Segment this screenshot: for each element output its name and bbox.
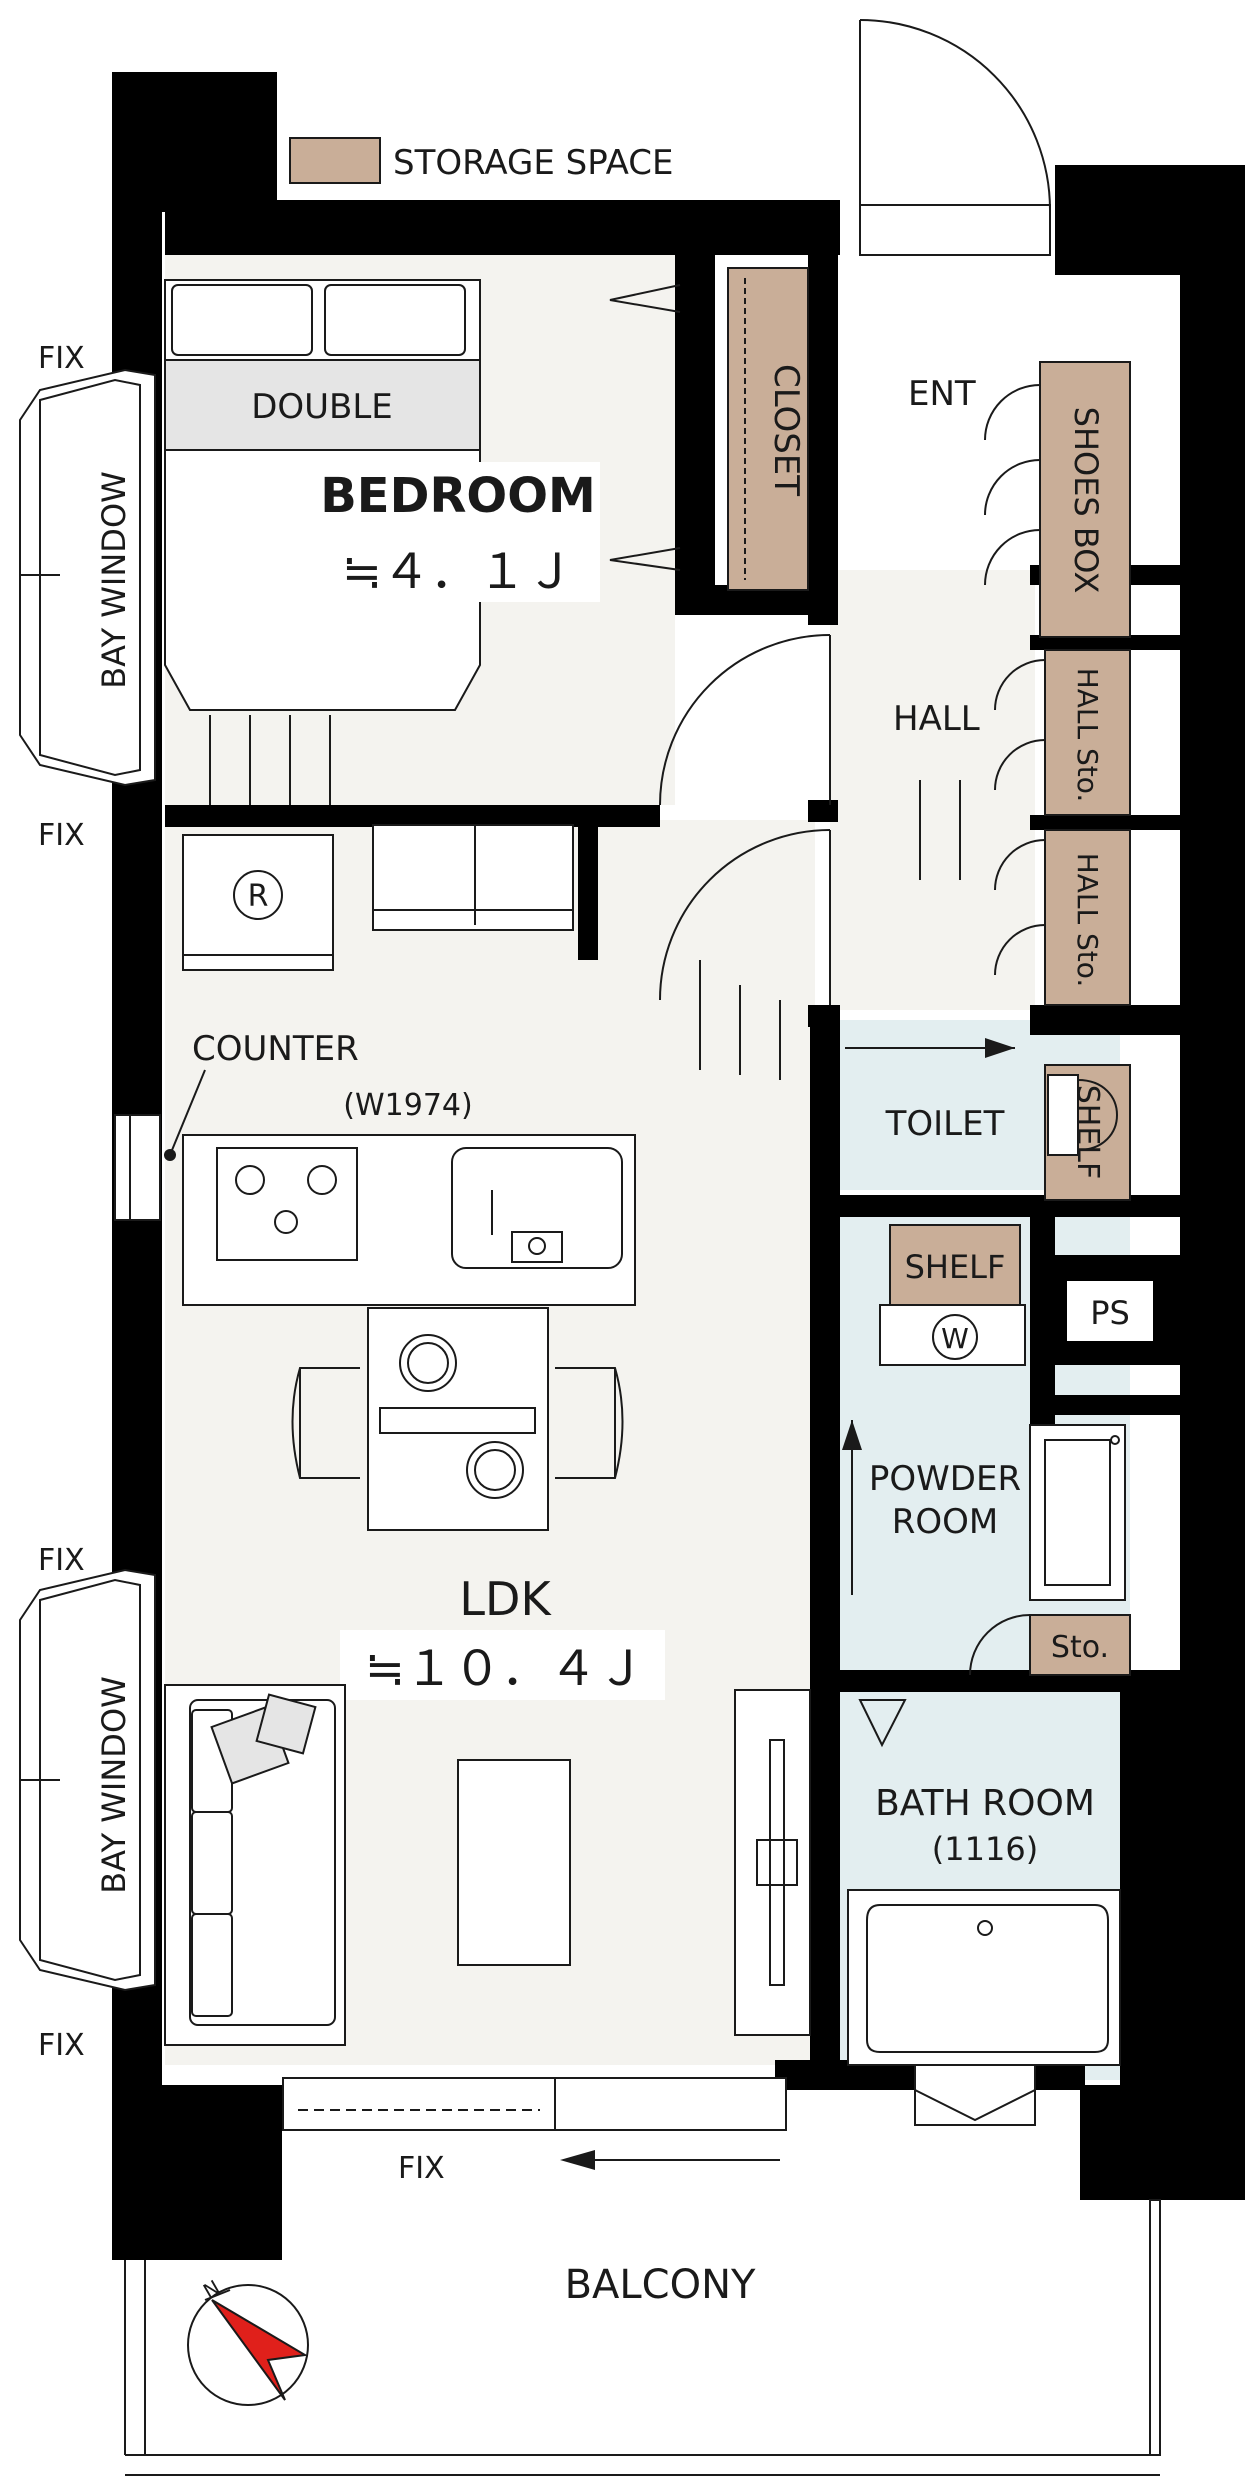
balcony-outline	[124, 2199, 1161, 2476]
counter-width-label: (W1974)	[343, 1088, 472, 1123]
bedroom-door[interactable]	[659, 634, 831, 806]
bathroom-name: BATH ROOM	[875, 1783, 1095, 1824]
balcony-label: BALCONY	[565, 2262, 756, 2308]
ldk-name: LDK	[459, 1572, 552, 1626]
bay-window-bottom-label: BAY WINDOW	[95, 1676, 133, 1894]
hall-storage-1[interactable]	[1044, 649, 1131, 816]
closet-label: CLOSET	[766, 364, 806, 496]
hall-storage-2-label: HALL Sto.	[1071, 853, 1104, 988]
ldk-door-hatch	[699, 960, 781, 1080]
hall-floor-lines	[919, 780, 961, 880]
coffee-table	[457, 1759, 571, 1966]
bay-window-top	[19, 368, 156, 787]
fridge	[182, 834, 334, 971]
fix-bottom-bay-upper-label: FIX	[38, 1543, 85, 1578]
bedroom-name-bg	[315, 462, 600, 602]
toilet-slide-arrow	[985, 1038, 1015, 1058]
kitchen-counter	[182, 1134, 636, 1306]
storage-legend-label: STORAGE SPACE	[393, 143, 673, 183]
compass-icon	[187, 2284, 309, 2406]
hall-storage-2[interactable]	[1044, 829, 1131, 1006]
bedroom-name: BEDROOM	[320, 468, 596, 524]
powder-storage-door[interactable]	[969, 1614, 1031, 1676]
shoes-box-doors[interactable]	[984, 384, 1041, 586]
washbasin	[1029, 1424, 1126, 1601]
toilet-label: TOILET	[885, 1104, 1005, 1144]
powder-storage[interactable]	[1029, 1614, 1131, 1676]
tv-stand	[734, 1689, 811, 2036]
counter-leader-dot	[164, 1149, 176, 1161]
washer-icon	[932, 1314, 978, 1360]
balcony-slide-arrow	[560, 2150, 595, 2170]
closet[interactable]	[727, 267, 809, 591]
counter-label: COUNTER	[192, 1029, 359, 1069]
powder-slide-arrow	[842, 1420, 862, 1450]
fix-top-bay-upper-label: FIX	[38, 341, 85, 376]
powder-shelf-label: SHELF	[905, 1248, 1006, 1286]
compass-label: N	[199, 2275, 224, 2303]
fix-bottom-bay-lower-label: FIX	[38, 2028, 85, 2063]
entrance-floor	[835, 255, 1035, 560]
bathroom-vent	[858, 1699, 907, 1748]
closet-doors[interactable]	[609, 284, 681, 571]
ps-box	[1065, 1279, 1155, 1343]
ps-label: PS	[1090, 1294, 1130, 1332]
bay-window-top-label: BAY WINDOW	[95, 471, 133, 689]
toilet-bowl	[1047, 1074, 1118, 1156]
bathroom-size: (1116)	[932, 1830, 1038, 1868]
hall-label: HALL	[893, 699, 980, 739]
fix-top-bay-lower-label: FIX	[38, 818, 85, 853]
powder-shelf[interactable]	[889, 1224, 1021, 1306]
hall-storage-doors[interactable]	[994, 659, 1046, 976]
kitchen-cabinet	[372, 824, 574, 931]
fridge-icon	[233, 870, 283, 920]
ldk-door[interactable]	[659, 829, 831, 1005]
shoes-box[interactable]	[1039, 361, 1131, 638]
powder-room-label-1: POWDER	[869, 1459, 1021, 1499]
hall-storage-1-label: HALL Sto.	[1071, 668, 1104, 803]
double-bed-label: DOUBLE	[251, 387, 393, 427]
fix-balcony-label: FIX	[398, 2151, 445, 2186]
storage-legend-swatch	[289, 137, 381, 184]
bedroom-rug-lines	[209, 715, 331, 805]
counter-leader	[169, 1069, 206, 1156]
bathroom-window	[914, 2064, 1036, 2126]
shoes-box-label: SHOES BOX	[1067, 407, 1105, 594]
bedroom-area: ≒４．１Ｊ	[342, 544, 574, 600]
bathtub	[847, 1889, 1121, 2066]
balcony-window[interactable]	[282, 2077, 787, 2131]
bay-window-bottom	[19, 1568, 156, 1992]
entrance-door[interactable]	[859, 19, 1051, 256]
ldk-name-bg	[340, 1630, 665, 1700]
powder-storage-label: Sto.	[1051, 1630, 1109, 1665]
kitchen-window	[114, 1114, 161, 1221]
washer-label: W	[941, 1322, 969, 1355]
hall-floor	[830, 570, 1035, 1010]
compass-needle	[211, 2299, 308, 2401]
dining-set	[291, 1307, 624, 1531]
powder-room-label-2: ROOM	[892, 1502, 998, 1542]
entrance-label: ENT	[908, 374, 976, 414]
fridge-label: R	[248, 879, 269, 914]
ldk-area: ≒１０．４Ｊ	[365, 1641, 645, 1697]
sofa	[164, 1684, 346, 2046]
